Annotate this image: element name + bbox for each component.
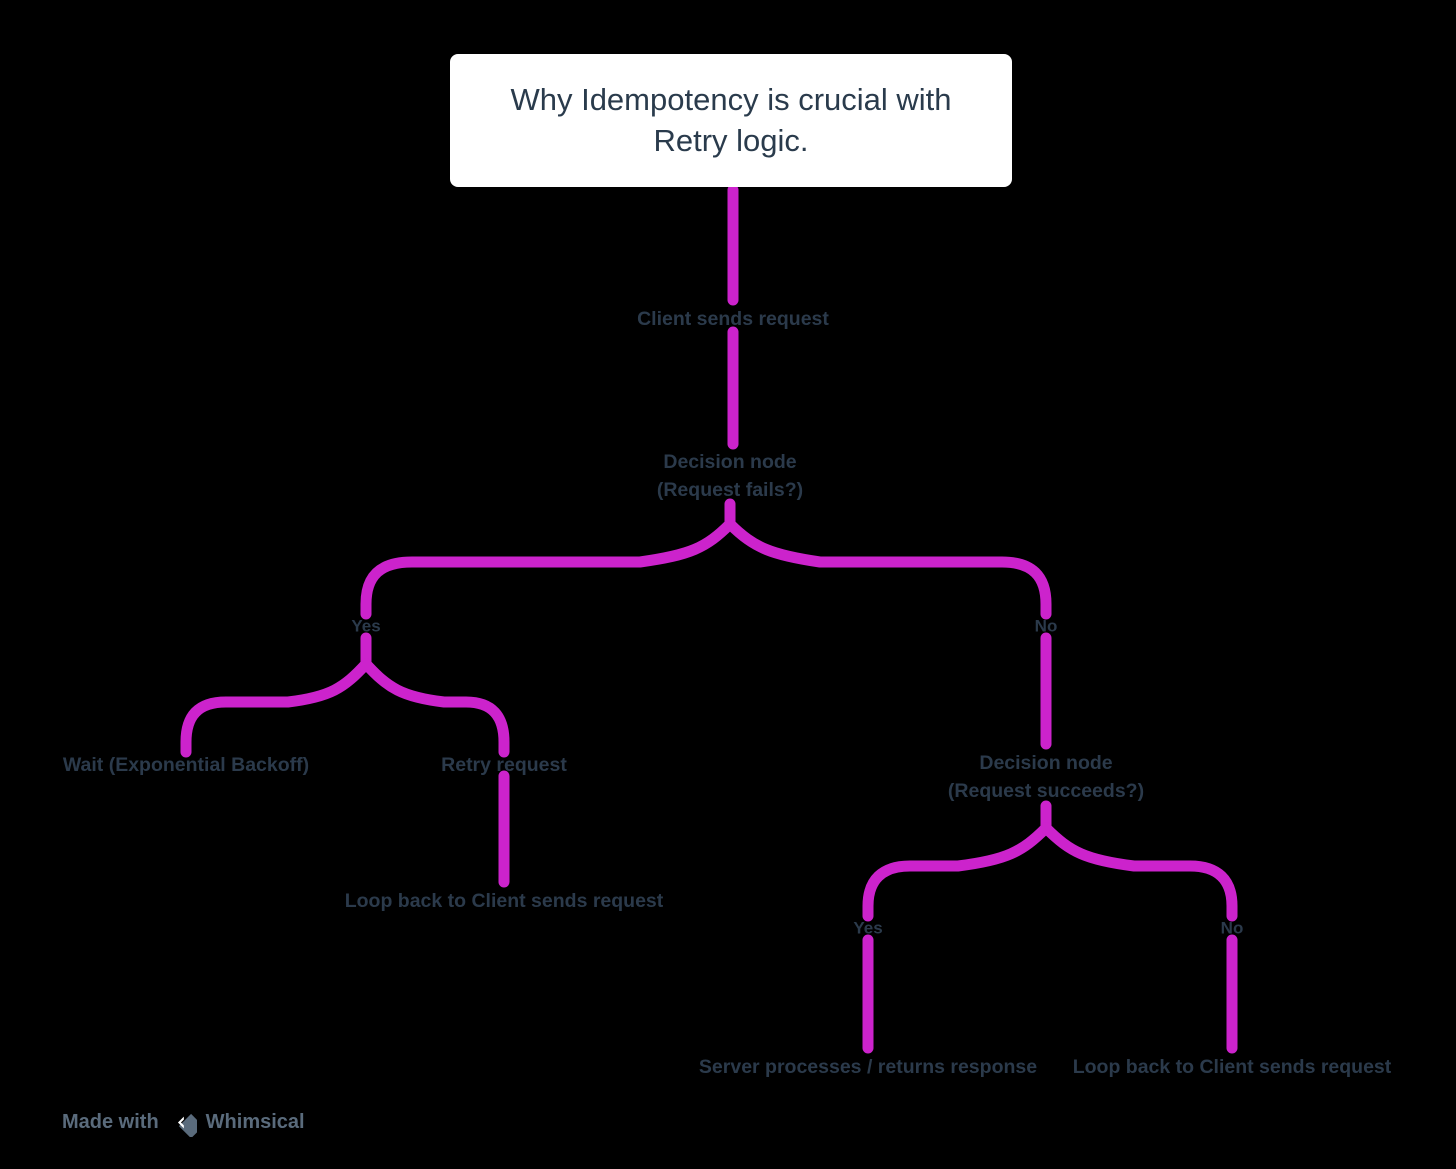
edge-decision-fails-yes (360, 518, 736, 620)
watermark-brand: Whimsical (205, 1111, 305, 1133)
node-wait-exponential-backoff-label: Wait (Exponential Backoff) (62, 754, 310, 776)
whimsical-diamond-icon (177, 1113, 197, 1137)
node-loop-back-left-label: Loop back to Client sends request (344, 890, 664, 912)
node-client-sends-request-label: Client sends request (637, 308, 829, 330)
node-decision-request-succeeds-line2: (Request succeeds?) (947, 780, 1145, 803)
node-retry-request-label: Retry request (441, 754, 567, 776)
node-loop-back-right-label: Loop back to Client sends request (1072, 1056, 1392, 1078)
edge-decision-succeeds-yes (862, 822, 1052, 922)
edge-label-succeeds-yes[interactable]: Yes (853, 918, 883, 938)
node-client-sends-request[interactable]: Client sends request (637, 305, 829, 333)
edge-decision-succeeds-no (1040, 822, 1238, 922)
edge-to-wait-backoff (180, 658, 372, 758)
node-decision-request-fails-line2: (Request fails?) (656, 479, 804, 502)
title-card[interactable]: Why Idempotency is crucial with Retry lo… (450, 54, 1012, 187)
node-decision-request-fails-line1: Decision node (663, 451, 797, 473)
watermark-prefix: Made with (62, 1111, 159, 1133)
node-loop-back-right[interactable]: Loop back to Client sends request (1073, 1053, 1392, 1081)
node-wait-exponential-backoff[interactable]: Wait (Exponential Backoff) (63, 751, 309, 779)
node-retry-request[interactable]: Retry request (441, 751, 567, 779)
node-server-processes-returns-response-label: Server processes / returns response (698, 1056, 1038, 1078)
edge-to-retry-request (360, 658, 510, 758)
edge-label-fails-no[interactable]: No (1034, 616, 1058, 636)
edge-label-fails-yes[interactable]: Yes (351, 616, 381, 636)
node-decision-request-fails[interactable]: Decision node (Request fails?) (565, 448, 895, 505)
edge-decision-fails-no (724, 518, 1052, 620)
whimsical-watermark[interactable]: Made with Whimsical (62, 1108, 305, 1137)
node-decision-request-succeeds-line1: Decision node (979, 752, 1113, 774)
node-server-processes-returns-response[interactable]: Server processes / returns response (699, 1053, 1037, 1081)
node-loop-back-left[interactable]: Loop back to Client sends request (345, 887, 664, 915)
title-card-text: Why Idempotency is crucial with Retry lo… (510, 82, 952, 158)
node-decision-request-succeeds[interactable]: Decision node (Request succeeds?) (866, 749, 1226, 806)
edge-label-succeeds-no[interactable]: No (1220, 918, 1244, 938)
